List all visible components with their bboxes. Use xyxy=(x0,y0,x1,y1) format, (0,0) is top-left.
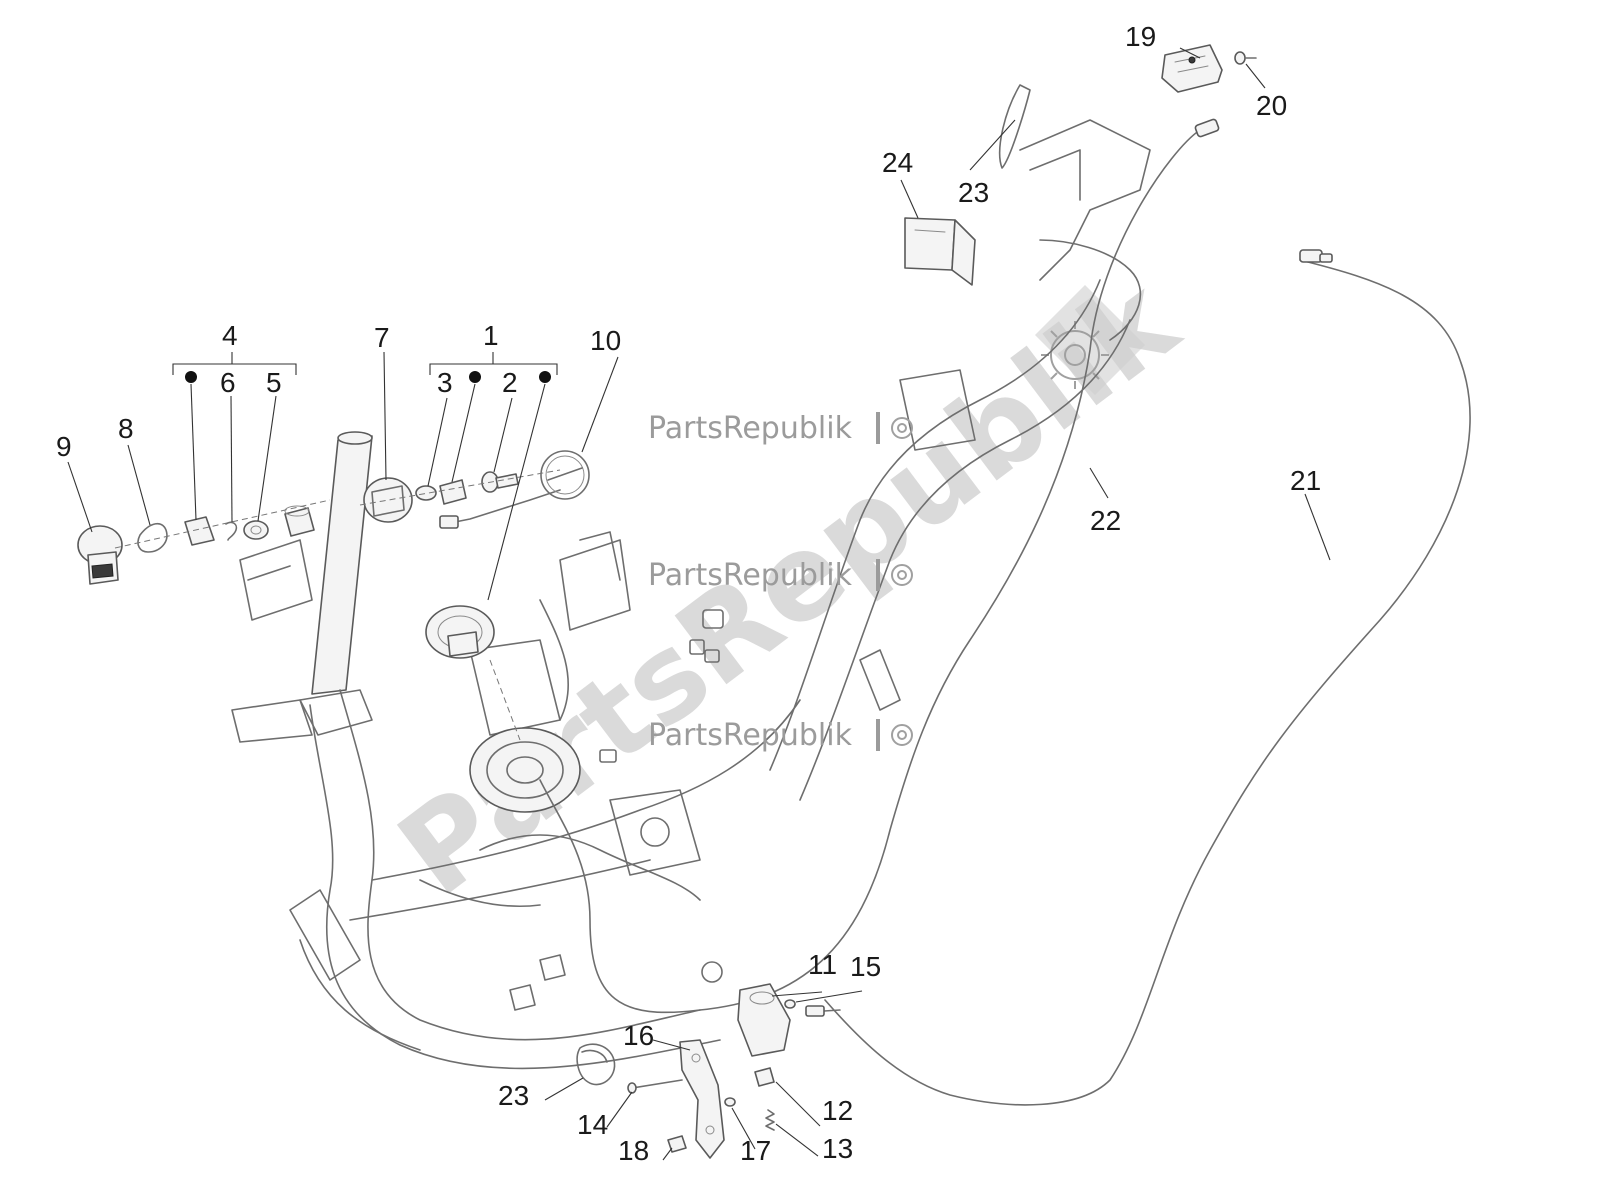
watermark-text-1: PartsRepublik xyxy=(648,411,853,446)
part-7-lock-body xyxy=(363,477,413,523)
part-5-washer xyxy=(243,520,269,540)
gear-icon xyxy=(891,417,913,439)
part-20-screw xyxy=(1234,51,1257,65)
part-10-ring xyxy=(540,450,590,500)
callout-14: 14 xyxy=(577,1109,608,1140)
rear-latch-parts xyxy=(539,44,1471,1106)
callout-18: 18 xyxy=(618,1135,649,1166)
part-16-bracket xyxy=(679,1039,725,1159)
callout-8: 8 xyxy=(118,413,134,444)
part-9-switch xyxy=(77,525,123,585)
callout-11: 11 xyxy=(808,949,837,980)
callout-5: 5 xyxy=(266,367,282,398)
part-14-bolt xyxy=(631,1079,683,1089)
watermark-text-3: PartsRepublik xyxy=(648,718,853,753)
part-11-lock xyxy=(737,983,791,1057)
lower-lock-parts xyxy=(576,983,841,1159)
part-12-bushing xyxy=(754,1067,775,1087)
callout-20: 20 xyxy=(1256,90,1287,121)
part-3-ring xyxy=(415,485,437,501)
part-6-clip xyxy=(225,521,238,541)
callout-21: 21 xyxy=(1290,465,1321,496)
callout-24: 24 xyxy=(882,147,913,178)
part-13-spring xyxy=(765,1109,775,1131)
callout-9: 9 xyxy=(56,431,72,462)
callout-19: 19 xyxy=(1125,21,1156,52)
part-18-clip xyxy=(667,1135,687,1153)
part-21-cable xyxy=(824,259,1471,1106)
callout-17: 17 xyxy=(740,1135,771,1166)
bullet-marker xyxy=(185,371,197,383)
watermark-small-3: PartsRepublik xyxy=(648,718,913,753)
part-8-seal xyxy=(137,522,168,553)
part-19-latch xyxy=(1161,44,1223,93)
callout-16: 16 xyxy=(623,1020,654,1051)
callout-23-upper: 23 xyxy=(958,177,989,208)
part-lock-barrel xyxy=(439,479,467,505)
callout-13: 13 xyxy=(822,1133,853,1164)
group-bracket-4 xyxy=(172,352,297,383)
part-fuel-cap xyxy=(425,605,495,659)
watermark-small-2: PartsRepublik xyxy=(648,558,913,593)
callout-12: 12 xyxy=(822,1095,853,1126)
lock-parts-center xyxy=(359,450,590,741)
part-17-screw xyxy=(724,1097,736,1107)
watermark-text-2: PartsRepublik xyxy=(648,558,853,593)
lock-parts-left xyxy=(77,499,331,585)
part-15-pin xyxy=(784,999,796,1009)
part-sleeve xyxy=(284,507,315,537)
group-bracket-1 xyxy=(429,352,558,383)
part-23-lower-cable-tie xyxy=(576,1043,616,1086)
leader-lines xyxy=(67,47,1331,1161)
callout-10: 10 xyxy=(590,325,621,356)
bullet-marker xyxy=(539,371,551,383)
bullet-marker xyxy=(469,371,481,383)
callout-labels: 1 2 3 4 5 6 7 8 9 10 11 12 13 14 15 16 1… xyxy=(56,21,1321,1166)
callout-2: 2 xyxy=(502,367,518,398)
callout-6: 6 xyxy=(220,367,236,398)
callout-3: 3 xyxy=(437,367,453,398)
watermark-small-1: PartsRepublik xyxy=(648,411,913,446)
callout-4: 4 xyxy=(222,320,238,351)
callout-15: 15 xyxy=(850,951,881,982)
callout-23-lower: 23 xyxy=(498,1080,529,1111)
gear-icon xyxy=(891,564,913,586)
scooter-frame xyxy=(231,119,1151,1070)
gear-icon xyxy=(891,724,913,746)
part-23-cable-tie xyxy=(998,84,1031,169)
part-2-key xyxy=(481,471,519,493)
callout-7: 7 xyxy=(374,322,390,353)
part-24-cover xyxy=(904,217,976,286)
part-22-cable xyxy=(539,129,1201,1014)
callout-22: 22 xyxy=(1090,505,1121,536)
callout-1: 1 xyxy=(483,320,499,351)
part-lock-cylinder xyxy=(184,516,215,546)
